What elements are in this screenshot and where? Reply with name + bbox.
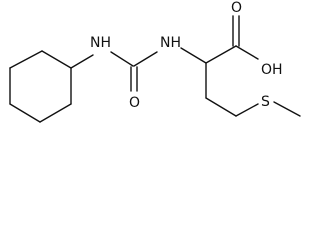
cyclohexane-ring <box>9 50 72 123</box>
bond-ch2-sulfur <box>235 103 259 117</box>
ring-bond-4 <box>9 103 41 123</box>
bond-nh-carbonyl <box>110 51 134 67</box>
atom-oxygen-carboxyl: O <box>231 0 242 16</box>
ring-bond-6 <box>9 50 43 69</box>
bond-alpha-carboxyl <box>205 45 237 64</box>
ring-bond-1 <box>41 50 72 69</box>
bond-sulfur-methyl <box>273 101 301 117</box>
atom-nh-left: NH <box>90 35 111 51</box>
atom-sulfur: S <box>261 94 270 110</box>
atom-hydroxyl: OH <box>261 62 283 78</box>
atom-oxygen-carbonyl: O <box>129 95 140 111</box>
bond-ch2-ch2 <box>205 97 237 117</box>
bond-carbonyl-nh <box>133 51 158 67</box>
carbonyl-double-bond <box>130 66 138 92</box>
ring-bond-3 <box>39 103 72 123</box>
atom-nh-right: NH <box>160 35 181 51</box>
chemical-structure: NH O NH O OH S <box>9 0 301 123</box>
bond-ring-nh <box>70 54 94 69</box>
carboxyl-double-bond <box>232 15 240 47</box>
bond-carboxyl-oh <box>235 45 259 60</box>
bond-nh-alpha <box>180 47 207 64</box>
